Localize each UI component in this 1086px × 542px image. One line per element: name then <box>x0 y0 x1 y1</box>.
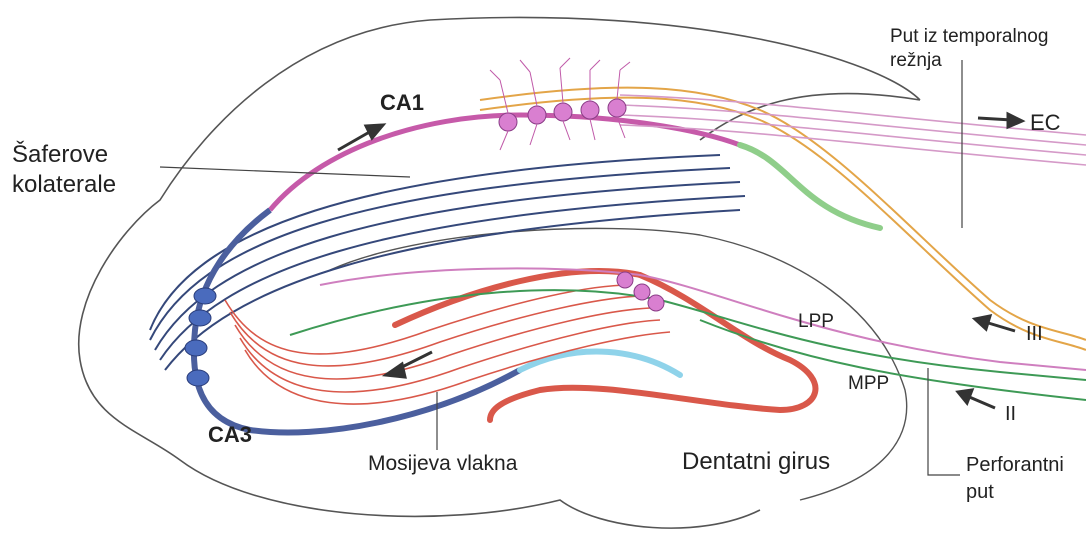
ec-label: EC <box>1030 110 1061 135</box>
schaffer-label-2: kolaterale <box>12 171 116 198</box>
cyan-tail <box>520 351 680 375</box>
temporal-label-1: Put iz temporalnog <box>890 26 1048 47</box>
temporal-label-2: režnja <box>890 50 942 71</box>
mossy-label: Mosijeva vlakna <box>368 452 518 475</box>
schaffer-label-1: Šaferove <box>12 140 108 168</box>
mpp-label: MPP <box>848 373 889 394</box>
arrow-icon <box>958 390 995 408</box>
green-tail <box>740 145 880 228</box>
ii-label: II <box>1005 403 1016 425</box>
dentate-granule-upper <box>395 271 640 325</box>
perforant-label-1: Perforantni <box>966 454 1064 476</box>
lpp-label: LPP <box>798 311 834 332</box>
ca1-label: CA1 <box>380 90 424 115</box>
schaffer-collaterals <box>150 155 745 370</box>
arrow-icon <box>386 352 432 377</box>
ca3-band <box>194 210 520 433</box>
dentate-label: Dentatni girus <box>682 448 830 475</box>
mpp-path <box>290 290 1086 380</box>
iii-label: III <box>1026 323 1043 345</box>
ca3-label: CA3 <box>208 422 252 447</box>
ca3-neurons <box>185 288 216 386</box>
perforant-label-2: put <box>966 481 994 503</box>
